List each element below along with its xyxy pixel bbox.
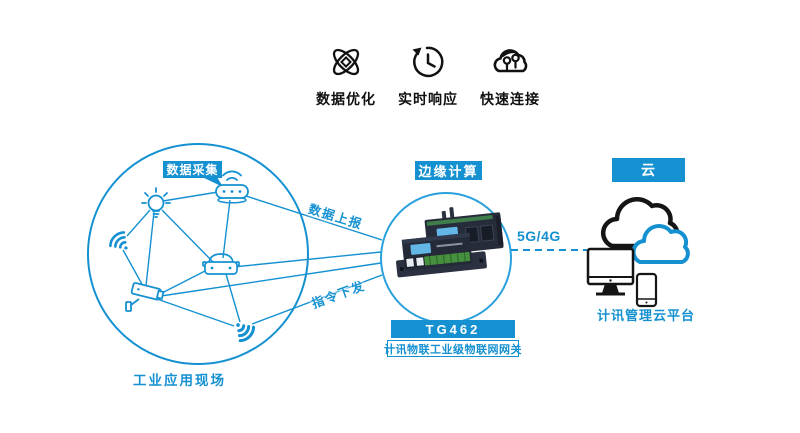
atom-icon: [332, 48, 360, 76]
cloud-badge: 云: [612, 158, 685, 182]
cloud-connect-icon: [493, 49, 528, 73]
gateway-device-image: [396, 207, 504, 278]
realtime-clock-icon: [412, 46, 444, 78]
cloud-platform-caption: 计讯管理云平台: [597, 308, 696, 323]
phone-icon: [635, 272, 658, 308]
car-icon: [202, 253, 240, 275]
light-bulb-icon: [141, 187, 171, 218]
network-lines: [122, 191, 383, 327]
feature-label: 数据优化: [316, 91, 376, 107]
field-caption: 工业应用现场: [133, 373, 226, 388]
network-type-label: 5G/4G: [517, 228, 561, 244]
feature-row: 数据优化 实时响应 快速连接: [310, 42, 546, 109]
gateway-name-label: 计讯物联工业级物联网网关: [384, 340, 522, 357]
data-collect-badge: 数据采集: [163, 161, 222, 178]
wifi-signal-icon-2: [236, 323, 256, 343]
edge-computing-badge: 边缘计算: [415, 161, 482, 180]
cloud-icon-blue: [631, 224, 690, 264]
field-circle: [87, 143, 309, 365]
feature-fast-connect: 快速连接: [474, 42, 546, 109]
monitor-icon: [586, 247, 635, 296]
collect-badge-tail: [202, 177, 223, 187]
gateway-model-badge: TG462: [391, 320, 515, 338]
feature-data-optimization: 数据优化: [310, 42, 382, 109]
wifi-router-icon: [215, 170, 249, 204]
wifi-signal-icon: [109, 231, 128, 250]
feature-realtime-response: 实时响应: [392, 42, 464, 109]
feature-label: 实时响应: [398, 91, 458, 107]
feature-label: 快速连接: [480, 91, 540, 107]
cctv-camera-icon: [125, 282, 165, 312]
